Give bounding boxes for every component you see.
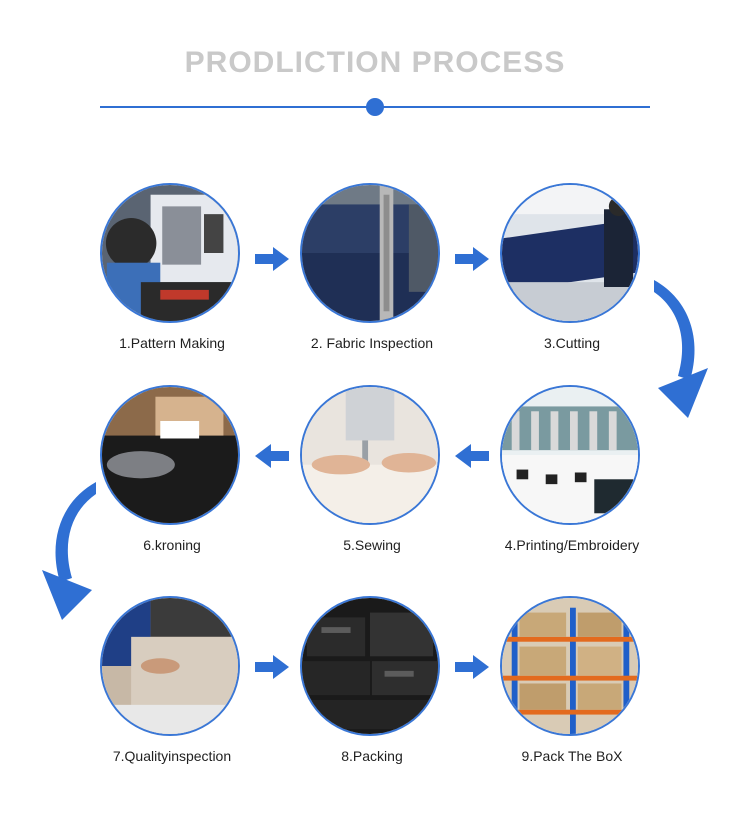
warehouse-boxes-photo <box>500 596 640 736</box>
step-label: 9.Pack The BoX <box>521 748 623 764</box>
step-label: 8.Packing <box>341 748 403 764</box>
arrow-right-icon <box>455 655 489 679</box>
packed-garments-photo <box>300 596 440 736</box>
fabric-roll-photo <box>300 183 440 323</box>
step-label: 7.Qualityinspection <box>112 748 232 764</box>
embroidery-machine-photo <box>500 385 640 525</box>
step-label: 3.Cutting <box>543 335 601 351</box>
curved-arrow-down-icon <box>42 482 96 620</box>
arrow-left-icon <box>255 444 289 468</box>
arrow-right-icon <box>255 655 289 679</box>
ironing-photo <box>100 385 240 525</box>
quality-inspection-photo <box>100 596 240 736</box>
arrow-right-icon <box>455 247 489 271</box>
cutting-table-photo <box>500 183 640 323</box>
arrow-right-icon <box>255 247 289 271</box>
title-divider-dot <box>366 98 384 116</box>
curved-arrow-down-icon <box>654 280 708 418</box>
step-label: 6.kroning <box>143 537 201 553</box>
designer-at-computer-photo <box>100 183 240 323</box>
sewing-machine-photo <box>300 385 440 525</box>
step-label: 2. Fabric Inspection <box>310 335 434 351</box>
arrow-left-icon <box>455 444 489 468</box>
step-label: 1.Pattern Making <box>119 335 225 351</box>
page-title: PRODLICTION PROCESS <box>184 46 566 79</box>
step-label: 4.Printing/Embroidery <box>504 537 640 553</box>
step-label: 5.Sewing <box>343 537 401 553</box>
